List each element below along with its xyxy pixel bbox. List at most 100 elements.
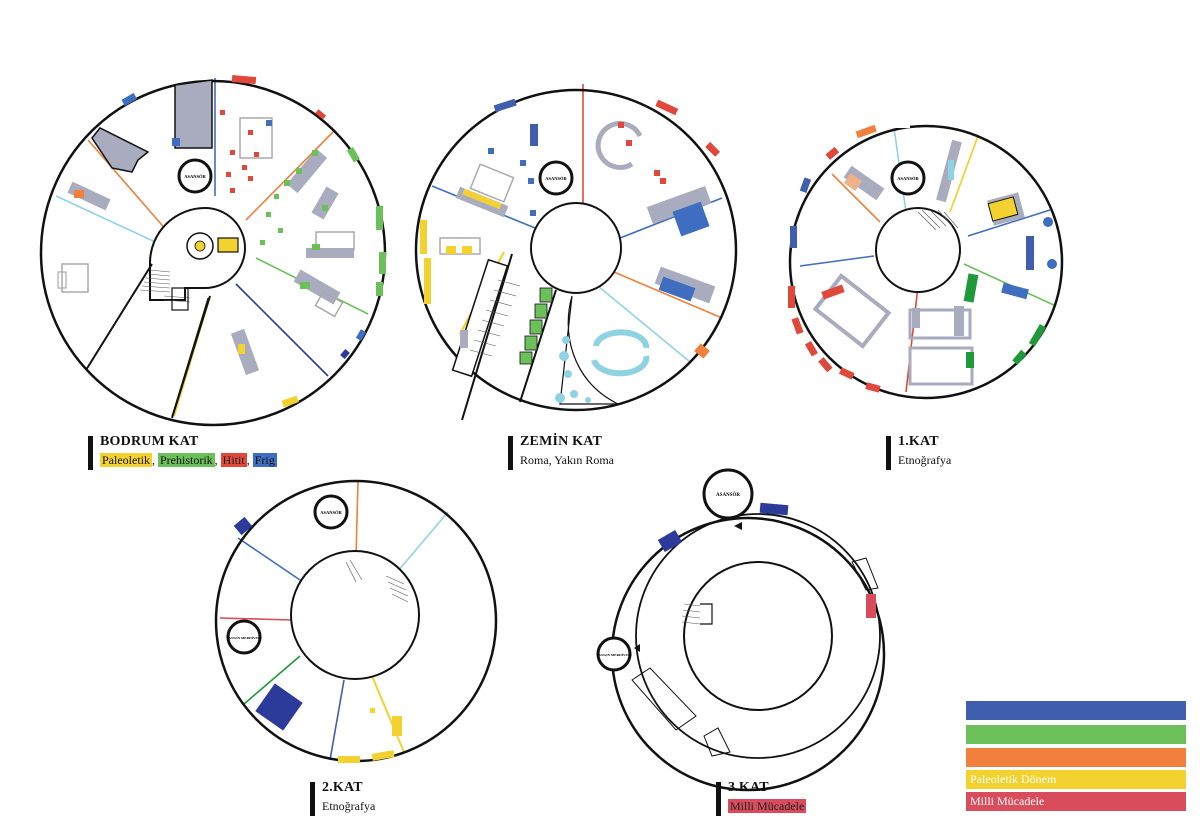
third-core (683, 561, 833, 711)
caption-bar (886, 436, 891, 470)
caption-bar (310, 782, 315, 816)
legend-bar-green (966, 725, 1186, 744)
basement-wall-markers (121, 74, 386, 408)
third-wall-markers (657, 502, 876, 618)
second-divider (371, 675, 405, 753)
basement-divider (87, 139, 169, 233)
legend-bar-orange (966, 748, 1186, 767)
second-divider (391, 511, 449, 579)
second-floor-plan: ASANSÖR YANGIN MERDİVENİ (214, 479, 498, 763)
legend-bar-label: Paleoletik Dönem (970, 772, 1057, 786)
basement-grey-room (174, 79, 213, 149)
basement-title: BODRUM KAT (100, 434, 199, 449)
ground-lightblue-dots (555, 336, 591, 403)
legend-bar-label: Milli Mücadele (970, 794, 1045, 808)
legend-bar-red: Milli Mücadele (966, 792, 1186, 811)
basement-period-legend: Paleoletik, Prehistorik, Hitit, Frig (100, 453, 277, 468)
first-floor-plan: ASANSÖR (788, 122, 1064, 400)
ground-exhibits (439, 122, 716, 348)
ground-ring-exhibit (591, 355, 650, 377)
ground-floor-plan: ASANSÖR (414, 84, 738, 421)
ground-grey-arc (595, 121, 643, 170)
caption-bar (716, 782, 721, 816)
third-subtitle: Milli Mücadele (728, 799, 807, 814)
legend-separator: , (246, 453, 250, 467)
third-entry-arrow (734, 522, 742, 530)
legend-prehistoric: Prehistorik (158, 453, 215, 467)
ground-divider (613, 271, 723, 319)
legend-bar-blue (966, 701, 1186, 720)
first-elevator-label: ASANSÖR (897, 176, 919, 181)
basement-divider (235, 283, 329, 377)
legend-bar-yellow: Paleoletik Dönem (966, 770, 1186, 789)
basement-core (149, 206, 246, 301)
second-core (290, 550, 420, 680)
second-fire-stair (226, 619, 262, 655)
second-subtitle: Etnoğrafya (322, 799, 376, 813)
legend-separator: , (214, 453, 218, 467)
basement-central-display (186, 232, 214, 260)
first-divider (831, 173, 881, 223)
ground-elevator (538, 160, 574, 196)
first-divider (949, 135, 979, 213)
ground-ring-exhibit (593, 329, 650, 349)
basement-elevator-label: ASANSÖR (184, 174, 206, 179)
basement-stair-box (171, 287, 189, 311)
second-divider (237, 537, 301, 581)
second-fire-stair-label: YANGIN MERDİVENİ (226, 635, 262, 640)
third-inner-ring (635, 513, 881, 759)
ground-title: ZEMİN KAT (520, 434, 603, 449)
ground-divider (597, 285, 691, 363)
basement-divider (55, 195, 165, 247)
first-exhibits (812, 139, 1057, 386)
first-core (875, 207, 961, 293)
caption-bar (88, 436, 93, 470)
third-side-arrow (634, 644, 640, 652)
second-divider (329, 679, 345, 761)
first-divider (967, 209, 1051, 237)
ground-subtitle: Roma, Yakın Roma (520, 453, 615, 467)
third-floor-plan: ASANSÖR YANGIN MERDİVENİ (596, 468, 886, 792)
basement-display-dot (194, 240, 206, 252)
second-wall-markers (233, 516, 395, 763)
basement-grey-room (91, 127, 150, 173)
ground-outer-wall (414, 88, 738, 412)
third-stairs (681, 603, 701, 625)
basement-display-case (217, 237, 239, 253)
caption-bar (508, 436, 513, 470)
first-wall-markers (788, 124, 1046, 393)
first-stairs (917, 209, 959, 231)
third-fire-stair-label: YANGIN MERDİVENİ (596, 652, 632, 657)
ground-stairs (469, 279, 521, 357)
legend-separator: , (152, 453, 155, 467)
first-divider (799, 255, 875, 267)
second-divider (219, 617, 293, 621)
basement-divider (245, 129, 336, 221)
ground-elevator-label: ASANSÖR (545, 176, 567, 181)
third-fire-stair (596, 636, 632, 672)
legend-phrygian: Frig (252, 453, 277, 467)
first-elevator (890, 160, 926, 196)
first-outer-wall-gap (892, 122, 910, 128)
second-title: 2.KAT (322, 780, 363, 795)
basement-stairs (139, 269, 191, 303)
basement-exhibits (57, 110, 355, 376)
ground-curved-wall (559, 295, 619, 405)
legend-paleolithic: Paleoletik (100, 453, 152, 467)
third-alcoves (631, 557, 879, 757)
third-title: 3.KAT (728, 780, 769, 795)
second-elevator-label: ASANSÖR (320, 510, 342, 515)
second-divider (243, 655, 301, 705)
second-elevator (313, 494, 349, 530)
third-stair-wall (700, 603, 713, 625)
first-outer-wall (788, 124, 1064, 400)
first-title: 1.KAT (898, 434, 939, 449)
second-divider (355, 481, 359, 557)
basement-stair-corridor (85, 263, 211, 419)
second-exhibits (255, 683, 402, 736)
ground-core (530, 202, 622, 294)
ground-wall-markers (420, 98, 721, 359)
second-stairs (345, 559, 409, 603)
basement-elevator (177, 158, 213, 194)
